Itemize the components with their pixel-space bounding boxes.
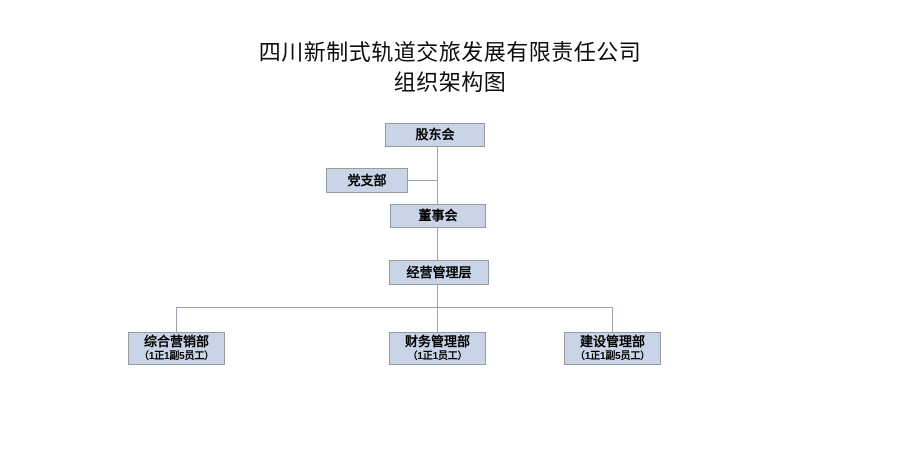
org-node-shareholders[interactable]: 股东会 xyxy=(385,123,485,147)
org-node-staffing: （1正1员工） xyxy=(407,351,468,362)
connector-board-to-party xyxy=(408,180,437,181)
org-node-finance-department[interactable]: 财务管理部 （1正1员工） xyxy=(389,332,486,365)
org-node-party-branch[interactable]: 党支部 xyxy=(326,168,408,193)
connector-board-to-management xyxy=(437,228,438,260)
org-node-label: 经营管理层 xyxy=(406,264,472,280)
title-line-1: 四川新制式轨道交旅发展有限责任公司 xyxy=(258,40,642,65)
org-node-label: 党支部 xyxy=(347,172,387,188)
connector-department-bus xyxy=(176,307,613,308)
org-node-label: 董事会 xyxy=(418,208,458,223)
org-node-label: 综合营销部 xyxy=(143,334,209,349)
title-line-2: 组织架构图 xyxy=(393,70,507,95)
org-node-label: 财务管理部 xyxy=(404,334,470,349)
org-node-staffing: （1正1副5员工） xyxy=(139,351,214,362)
org-node-construction-department[interactable]: 建设管理部 （1正1副5员工） xyxy=(564,332,661,365)
org-node-label: 建设管理部 xyxy=(579,334,645,349)
org-node-management-layer[interactable]: 经营管理层 xyxy=(389,260,489,285)
connector-shareholders-to-board xyxy=(437,147,438,204)
org-node-marketing-department[interactable]: 综合营销部 （1正1副5员工） xyxy=(128,332,225,365)
org-node-label: 股东会 xyxy=(415,127,455,142)
connector-bus-to-dept-2 xyxy=(612,307,613,332)
page-title: 四川新制式轨道交旅发展有限责任公司 组织架构图 xyxy=(0,38,900,98)
org-node-board-of-directors[interactable]: 董事会 xyxy=(390,204,486,228)
connector-management-to-bus xyxy=(437,285,438,307)
connector-bus-to-dept-1 xyxy=(437,307,438,332)
org-node-staffing: （1正1副5员工） xyxy=(575,351,650,362)
connector-bus-to-dept-0 xyxy=(176,307,177,332)
